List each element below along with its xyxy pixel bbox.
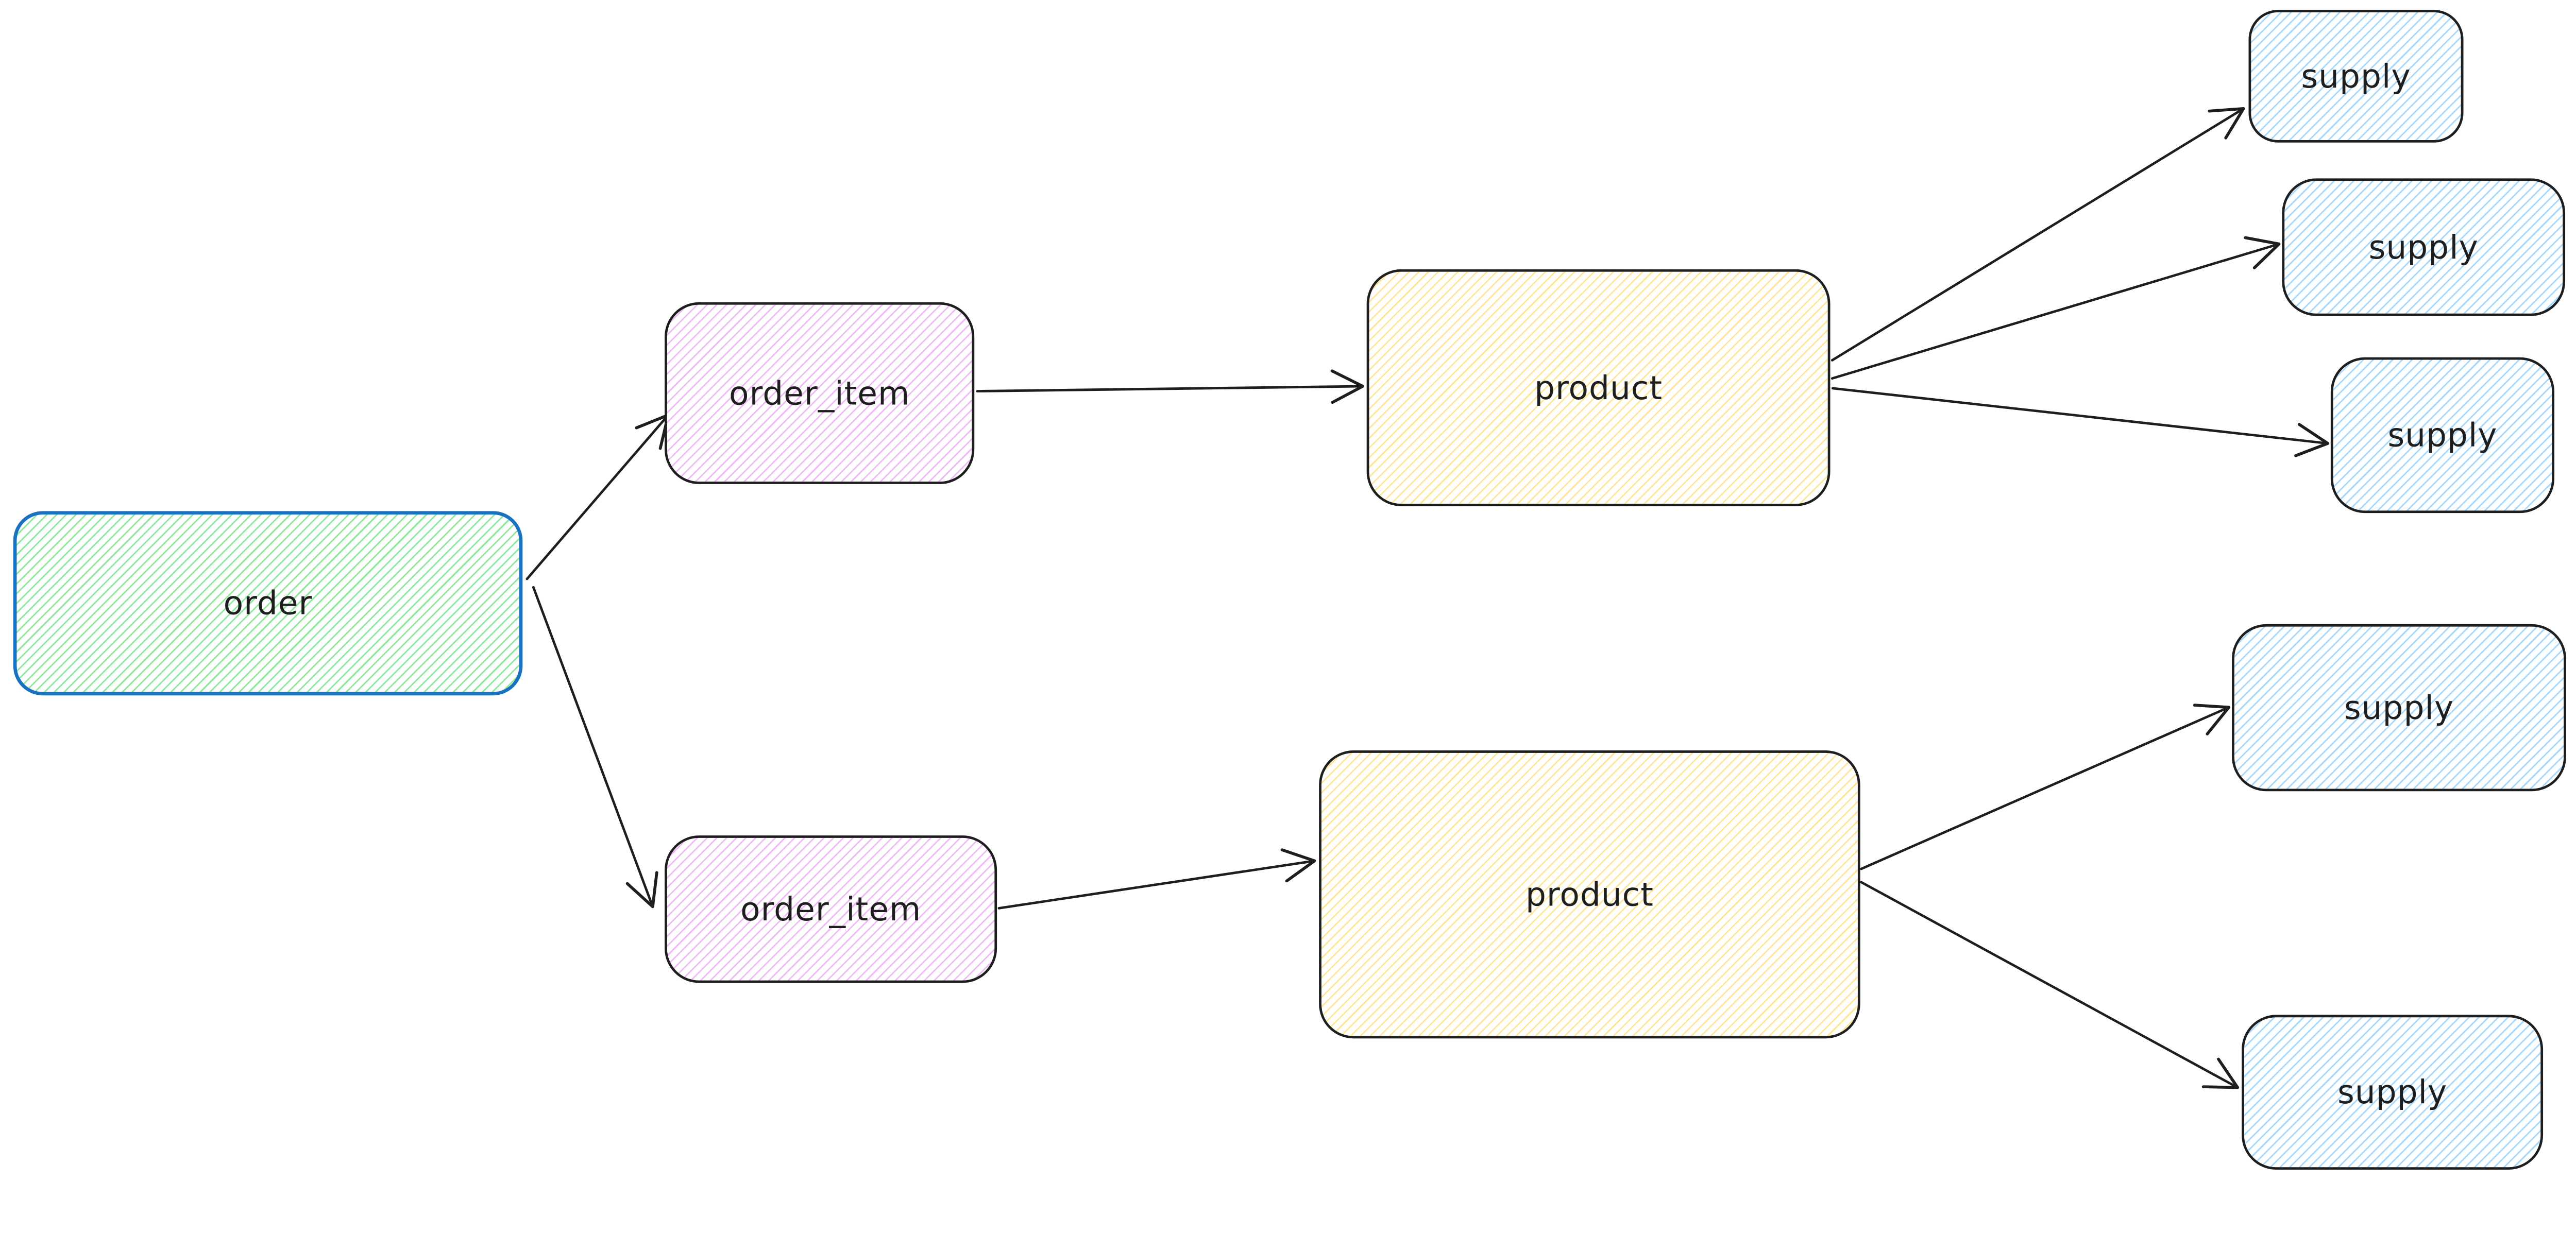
arrow-product-bottom-to-supply-4[interactable]	[1860, 704, 2231, 870]
node-order-item-bottom[interactable]: order_item	[665, 835, 997, 983]
arrow-product-top-to-supply-3[interactable]	[1831, 387, 2329, 457]
node-supply-4-label: supply	[2344, 689, 2454, 727]
node-supply-2[interactable]: supply	[2282, 178, 2566, 316]
node-supply-3-label: supply	[2387, 416, 2498, 454]
arrow-product-top-to-supply-1[interactable]	[1831, 107, 2245, 362]
node-product-bottom-label: product	[1525, 875, 1654, 914]
arrow-layer	[526, 107, 2329, 1089]
arrow-order-to-order-item-top[interactable]	[526, 413, 670, 580]
arrow-order-item-top-to-product-top[interactable]	[976, 369, 1364, 404]
node-supply-4[interactable]: supply	[2232, 624, 2566, 792]
node-order[interactable]: order	[13, 511, 523, 696]
node-order-item-top-label: order_item	[729, 374, 910, 413]
arrow-order-item-bottom-to-product-bottom[interactable]	[997, 848, 1316, 910]
diagram-canvas: order order_item order_item product prod…	[13, 10, 2566, 1170]
node-order-item-top[interactable]: order_item	[665, 302, 975, 484]
arrow-product-top-to-supply-2[interactable]	[1831, 236, 2281, 380]
node-product-top-label: product	[1534, 369, 1663, 407]
node-supply-3[interactable]: supply	[2330, 357, 2555, 513]
node-supply-5[interactable]: supply	[2242, 1015, 2544, 1170]
arrow-product-bottom-to-supply-5[interactable]	[1860, 881, 2240, 1089]
node-supply-2-label: supply	[2368, 228, 2479, 266]
node-order-item-bottom-label: order_item	[740, 890, 922, 929]
node-product-bottom[interactable]: product	[1319, 750, 1860, 1039]
node-supply-1[interactable]: supply	[2248, 10, 2464, 143]
node-supply-5-label: supply	[2337, 1073, 2448, 1111]
node-supply-1-label: supply	[2301, 57, 2411, 95]
node-order-label: order	[223, 584, 313, 623]
arrow-order-to-order-item-bottom[interactable]	[532, 586, 658, 909]
node-product-top[interactable]: product	[1366, 269, 1831, 506]
